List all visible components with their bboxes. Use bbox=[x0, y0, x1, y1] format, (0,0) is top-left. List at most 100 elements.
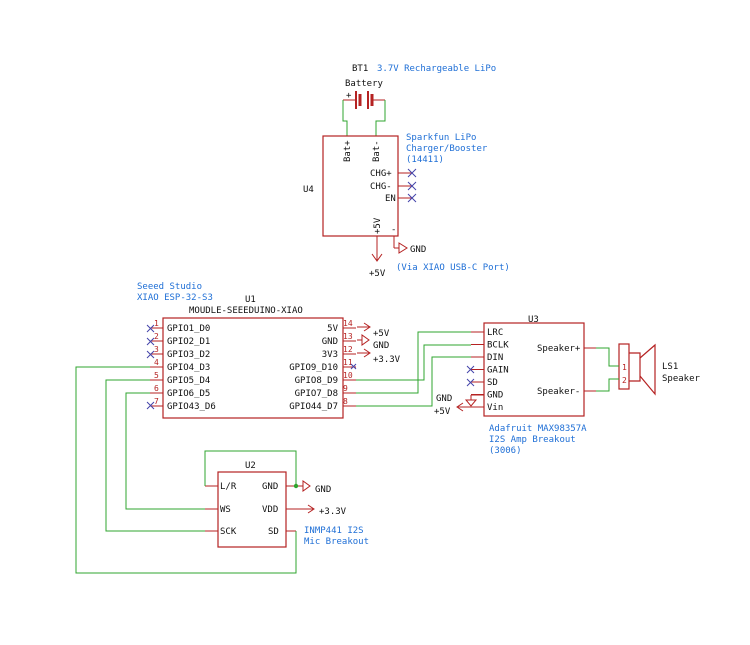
mcu-pin-number: 7 bbox=[154, 397, 159, 406]
amp-pin-label: LRC bbox=[487, 328, 503, 338]
mcu-pin-number: 4 bbox=[154, 358, 159, 367]
mic-vdd-label: +3.3V bbox=[319, 507, 347, 517]
amp-note-2: I2S Amp Breakout bbox=[489, 435, 576, 445]
no-connect-icon bbox=[350, 363, 357, 370]
wire-d9-to-bclk[interactable] bbox=[356, 344, 471, 381]
speaker-pin2: 2 bbox=[622, 376, 627, 385]
mcu-gnd-label: GND bbox=[373, 341, 389, 351]
mic-note-2: Mic Breakout bbox=[304, 537, 369, 547]
ground-icon bbox=[302, 480, 311, 492]
battery-bt1[interactable]: BT1 3.7V Rechargeable LiPo Battery + bbox=[343, 64, 496, 109]
mcu-3v3-symbol: +3.3V bbox=[357, 348, 401, 365]
mcu-pin-number: 5 bbox=[154, 371, 159, 380]
ground-icon bbox=[398, 242, 408, 254]
mic-pin-sck: SCK bbox=[220, 527, 237, 537]
charger-pin-vout: +5V bbox=[373, 217, 383, 234]
speaker-pin1: 1 bbox=[622, 363, 627, 372]
charger-port-note: (Via XIAO USB-C Port) bbox=[396, 263, 510, 273]
ground-icon bbox=[464, 395, 478, 407]
battery-value: Battery bbox=[345, 79, 384, 89]
mcu-pin-label: GPIO1_D0 bbox=[167, 324, 210, 334]
wire-mic-lr-to-gnd[interactable] bbox=[204, 450, 297, 486]
mic-pin-sd: SD bbox=[268, 527, 279, 537]
speaker-ls1[interactable]: 1 2 LS1 Speaker bbox=[618, 343, 701, 396]
mic-gnd-label: GND bbox=[315, 485, 331, 495]
amp-pin-speaker-minus: Speaker- bbox=[537, 387, 580, 397]
charger-pin-bat-minus: Bat- bbox=[372, 140, 382, 162]
charger-pin-chg-plus: CHG+ bbox=[370, 169, 392, 179]
mcu-pin-number: 14 bbox=[343, 319, 353, 328]
wire-d7-to-din[interactable] bbox=[356, 356, 471, 407]
mcu-pin-label: GPIO8_D9 bbox=[295, 376, 338, 386]
mcu-gnd-symbol: GND bbox=[357, 334, 389, 351]
charger-u4[interactable]: U4 Sparkfun LiPo Charger/Booster (14411)… bbox=[303, 133, 488, 260]
mcu-pin-label: 3V3 bbox=[322, 350, 338, 360]
wire-speaker-minus[interactable] bbox=[596, 378, 619, 392]
charger-pin-bat-plus: Bat+ bbox=[343, 140, 353, 162]
mcu-pin-number: 8 bbox=[343, 397, 348, 406]
mic-vdd-symbol: +3.3V bbox=[296, 504, 347, 517]
power-arrow-icon bbox=[357, 348, 371, 358]
power-arrow-icon bbox=[296, 504, 315, 514]
wire-speaker-plus[interactable] bbox=[596, 347, 619, 367]
mcu-ref: U1 bbox=[245, 295, 256, 305]
mcu-3v3-label: +3.3V bbox=[373, 355, 401, 365]
mcu-pin-label: GPIO4_D3 bbox=[167, 363, 210, 373]
mcu-pin-label: GPIO7_D8 bbox=[295, 389, 338, 399]
amp-pin-label: GND bbox=[487, 391, 503, 401]
amp-pin-label: DIN bbox=[487, 353, 503, 363]
power-arrow-icon bbox=[456, 402, 484, 412]
mcu-pin-number: 1 bbox=[154, 319, 159, 328]
speaker-magnet bbox=[629, 352, 641, 382]
no-connect-flags-mcu bbox=[146, 324, 357, 410]
charger-pin-en: EN bbox=[385, 194, 396, 204]
wire-bat-minus[interactable] bbox=[375, 100, 386, 136]
mic-pin-ws: WS bbox=[220, 505, 231, 515]
charger-note-1: Sparkfun LiPo bbox=[406, 133, 476, 143]
mcu-note-2: XIAO ESP-32-S3 bbox=[137, 293, 213, 303]
wire-d8-to-lrc[interactable] bbox=[356, 331, 471, 394]
amp-5v-symbol: +5V bbox=[434, 402, 484, 417]
mcu-value: MOUDLE-SEEEDUINO-XIAO bbox=[189, 306, 303, 316]
wire-bat-plus[interactable] bbox=[342, 100, 348, 136]
mcu-pin-label: GPIO3_D2 bbox=[167, 350, 210, 360]
mcu-body bbox=[162, 317, 344, 419]
charger-gnd-label: GND bbox=[410, 245, 426, 255]
mcu-pin-number: 6 bbox=[154, 384, 159, 393]
mcu-pin-label: GPIO44_D7 bbox=[289, 402, 338, 412]
mcu-pin-label: GPIO5_D4 bbox=[167, 376, 210, 386]
amp-pin-label: GAIN bbox=[487, 366, 509, 376]
no-connect-icon bbox=[466, 365, 475, 374]
wire-d3-to-mic-sd[interactable] bbox=[75, 366, 297, 574]
mcu-pin-number: 2 bbox=[154, 332, 159, 341]
no-connect-icon bbox=[146, 324, 155, 333]
amp-pin-label: SD bbox=[487, 378, 498, 388]
mic-u2[interactable]: U2 L/R WS SCK GND VDD SD INMP441 I2S Mic… bbox=[205, 461, 369, 548]
amp-note-1: Adafruit MAX98357A bbox=[489, 424, 587, 434]
charger-ref: U4 bbox=[303, 185, 314, 195]
ground-icon bbox=[357, 334, 370, 346]
no-connect-flags-amp bbox=[466, 365, 475, 387]
mcu-pin-number: 10 bbox=[343, 371, 353, 380]
charger-gnd-symbol: GND bbox=[398, 242, 426, 255]
mcu-pin-number: 3 bbox=[154, 345, 159, 354]
mcu-pin-label: GND bbox=[322, 337, 338, 347]
amp-gnd-label: GND bbox=[436, 394, 452, 404]
no-connect-icon bbox=[407, 168, 417, 178]
mcu-pin-label: GPIO9_D10 bbox=[289, 363, 338, 373]
mcu-right-pins: 145V13GND123V311GPIO9_D1010GPIO8_D99GPIO… bbox=[289, 319, 356, 412]
mcu-pin-label: 5V bbox=[327, 324, 338, 334]
mcu-left-pins: 1GPIO1_D02GPIO2_D13GPIO3_D24GPIO4_D35GPI… bbox=[150, 319, 216, 412]
mcu-pin-number: 12 bbox=[343, 345, 353, 354]
mcu-u1[interactable]: Seeed Studio XIAO ESP-32-S3 U1 MOUDLE-SE… bbox=[137, 282, 356, 419]
amp-pin-label: BCLK bbox=[487, 341, 509, 351]
no-connect-icon bbox=[466, 378, 475, 387]
amp-ref: U3 bbox=[528, 315, 539, 325]
amp-note-3: (3006) bbox=[489, 446, 522, 456]
wire-d5-to-mic-ws[interactable] bbox=[125, 392, 205, 510]
mcu-5v-symbol: +5V bbox=[357, 322, 390, 339]
charger-5v-symbol: +5V bbox=[369, 253, 386, 279]
wire-d4-to-mic-sck[interactable] bbox=[105, 379, 205, 532]
